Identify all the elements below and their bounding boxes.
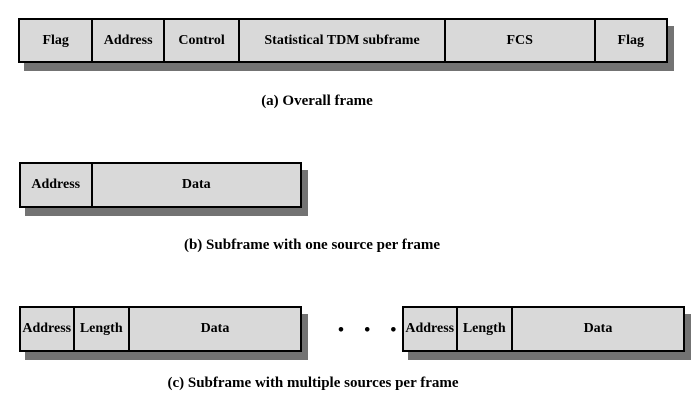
- overall-frame-cell-flag-start: Flag: [42, 32, 69, 48]
- multi-source-right-cell-address: Address: [405, 321, 455, 336]
- overall-frame-cell-fcs: FCS: [443, 20, 594, 61]
- overall-frame-cell-flag-end: Flag: [593, 20, 666, 61]
- multi-source-left-cell-address: Address: [22, 321, 72, 336]
- multi-source-left-cell-length: Length: [72, 308, 128, 350]
- multi-source-subframe-left: Address Length Data: [19, 306, 302, 352]
- multi-source-right-cell-data: Data: [510, 308, 683, 350]
- overall-frame-cell-subframe: Statistical TDM subframe: [238, 20, 444, 61]
- caption-overall-frame: (a) Overall frame: [261, 93, 373, 109]
- one-source-cell-address: Address: [31, 177, 81, 192]
- overall-frame-cell-control: Control: [162, 20, 238, 61]
- one-source-cell-data: Data: [90, 164, 301, 206]
- overall-frame-cell-address: Address: [91, 20, 162, 61]
- multi-source-right-cell-length: Length: [455, 308, 511, 350]
- caption-multi-source-subframe: (c) Subframe with multiple sources per f…: [167, 375, 459, 391]
- multi-source-left-cell-data: Data: [127, 308, 300, 350]
- caption-one-source-subframe: (b) Subframe with one source per frame: [183, 237, 441, 253]
- ellipsis-dots: • • •: [338, 320, 405, 339]
- one-source-subframe: Address Data: [19, 162, 302, 208]
- overall-frame: Flag Address Control Statistical TDM sub…: [18, 18, 668, 63]
- multi-source-subframe-right: Address Length Data: [402, 306, 685, 352]
